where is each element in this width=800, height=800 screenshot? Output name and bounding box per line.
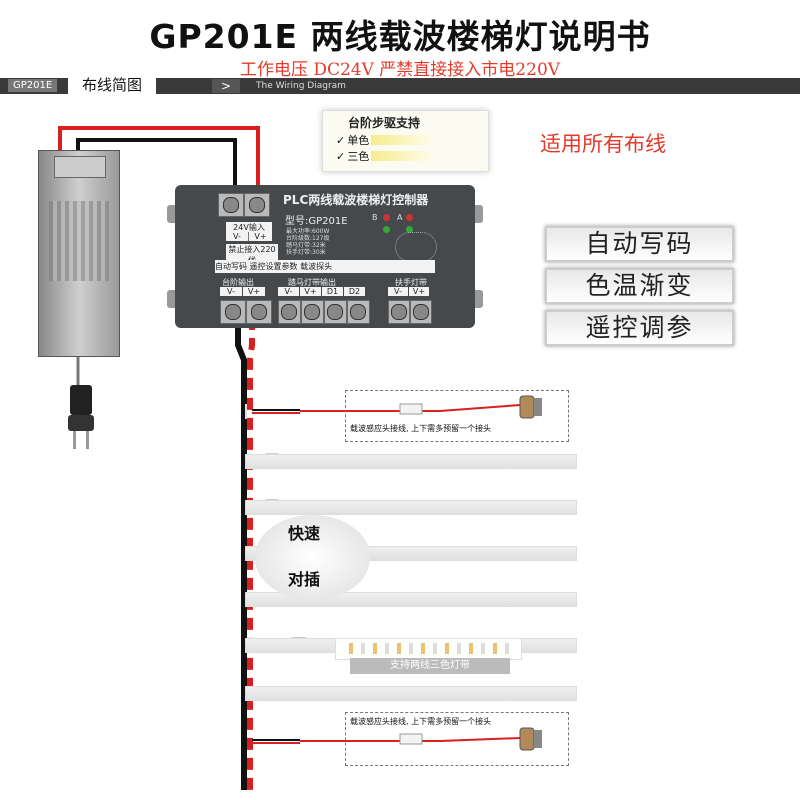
fast-plug-bubble bbox=[255, 515, 370, 600]
support-option-label: 单色 bbox=[347, 134, 370, 147]
terminal-screw bbox=[218, 193, 244, 217]
fast-plug-label-2: 对插 bbox=[288, 570, 321, 589]
feature-auto-code: 自动写码 bbox=[545, 226, 734, 262]
controller-title: PLC两线载波楼梯灯控制器 bbox=[283, 193, 429, 207]
tricolor-led-band bbox=[335, 638, 522, 660]
led-indicator-icon bbox=[406, 214, 413, 221]
check-icon: ✓ bbox=[336, 149, 346, 163]
feature-color-temp: 色温渐变 bbox=[545, 268, 734, 304]
terminal-screw bbox=[246, 300, 272, 324]
check-icon: ✓ bbox=[336, 133, 346, 147]
page-title: GP201E 两线载波楼梯灯说明书 bbox=[149, 17, 651, 56]
support-option-tri: ✓ 三色 bbox=[336, 148, 432, 164]
output-group-label: 台阶输出 bbox=[222, 278, 254, 287]
pin-label: D2 bbox=[344, 287, 365, 296]
spec-line: 扶手灯带:30米 bbox=[286, 249, 326, 256]
support-option-label: 三色 bbox=[347, 150, 370, 163]
wiring-diagram-en: The Wiring Diagram bbox=[256, 81, 346, 91]
pin-label: V+ bbox=[409, 287, 429, 296]
sensor-heads bbox=[519, 395, 542, 751]
led-indicator-icon bbox=[406, 226, 413, 233]
chevron-right-icon: > bbox=[212, 79, 240, 93]
spec-line: 最大功率:600W bbox=[286, 228, 330, 235]
model-tag: GP201E bbox=[8, 79, 58, 92]
terminal-screw bbox=[244, 193, 270, 217]
applies-note: 适用所有布线 bbox=[540, 132, 666, 156]
support-title: 台阶步驱支持 bbox=[348, 116, 421, 130]
spec-line: 台阶级数:127级 bbox=[286, 235, 330, 242]
psu-red-wire bbox=[58, 126, 260, 195]
input-terminal-block bbox=[218, 193, 270, 217]
output-group-label: 踏马灯带输出 bbox=[288, 278, 336, 287]
fast-plug-label-1: 快速 bbox=[288, 524, 321, 543]
psu-terminal bbox=[54, 156, 106, 178]
output-terminal-block-2 bbox=[278, 300, 370, 324]
terminal-screw bbox=[301, 300, 324, 324]
wiring-label: 布线简图 bbox=[68, 76, 157, 94]
led-note: 支持两线三色灯带 bbox=[350, 658, 510, 674]
led-strip bbox=[245, 500, 577, 515]
sensor-box-bottom bbox=[345, 712, 569, 766]
pin-label: V+ bbox=[300, 287, 321, 296]
terminal-screw bbox=[347, 300, 370, 324]
section-bar bbox=[0, 78, 800, 94]
led-strip bbox=[245, 686, 577, 701]
sensor-note-top: 载波感应头接线, 上下需多预留一个接头 bbox=[350, 424, 492, 433]
input-neg: V- bbox=[226, 232, 249, 241]
pin-label: V- bbox=[220, 287, 242, 296]
terminal-screw bbox=[324, 300, 347, 324]
voltage-warning: 工作电压 DC24V 严禁直接接入市电220V bbox=[239, 60, 561, 80]
brand-logo-icon bbox=[395, 232, 437, 262]
feature-remote-params: 遥控调参 bbox=[545, 310, 734, 346]
led-strip bbox=[245, 454, 577, 469]
terminal-screw bbox=[410, 300, 432, 324]
terminal-screw bbox=[220, 300, 246, 324]
pin-label: V- bbox=[388, 287, 408, 296]
rail-black bbox=[235, 318, 247, 790]
pin-label: D1 bbox=[322, 287, 343, 296]
sensor-note-bottom: 载波感应头接线, 上下需多预留一个接头 bbox=[350, 717, 492, 726]
controller-feature-strip: 自动写码 遥控设置参数 载波探头 bbox=[215, 260, 435, 273]
input-pos: V+ bbox=[249, 232, 272, 241]
pin-label: V- bbox=[278, 287, 299, 296]
sensor-box-top bbox=[345, 390, 569, 442]
ac-plug-icon bbox=[68, 385, 94, 449]
input-label: 24V输入 bbox=[226, 222, 272, 233]
terminal-screw bbox=[388, 300, 410, 324]
output-terminal-block-1 bbox=[220, 300, 272, 324]
color-swatch bbox=[371, 151, 432, 161]
output-terminal-block-3 bbox=[388, 300, 432, 324]
spec-line: 踏马灯带:32米 bbox=[286, 242, 326, 249]
psu-black-wire bbox=[76, 138, 237, 195]
indicator-label-a: A bbox=[397, 213, 403, 222]
indicator-label-b: B bbox=[372, 213, 378, 222]
controller-model: 型号:GP201E bbox=[285, 216, 348, 227]
output-group-label: 扶手灯带 bbox=[395, 278, 427, 287]
power-supply-unit bbox=[38, 150, 120, 357]
pin-label: V+ bbox=[243, 287, 265, 296]
led-indicator-icon bbox=[383, 226, 390, 233]
terminal-screw bbox=[278, 300, 301, 324]
color-swatch bbox=[371, 135, 432, 145]
support-option-mono: ✓ 单色 bbox=[336, 132, 432, 148]
led-indicator-icon bbox=[383, 214, 390, 221]
psu-vent bbox=[49, 201, 109, 281]
